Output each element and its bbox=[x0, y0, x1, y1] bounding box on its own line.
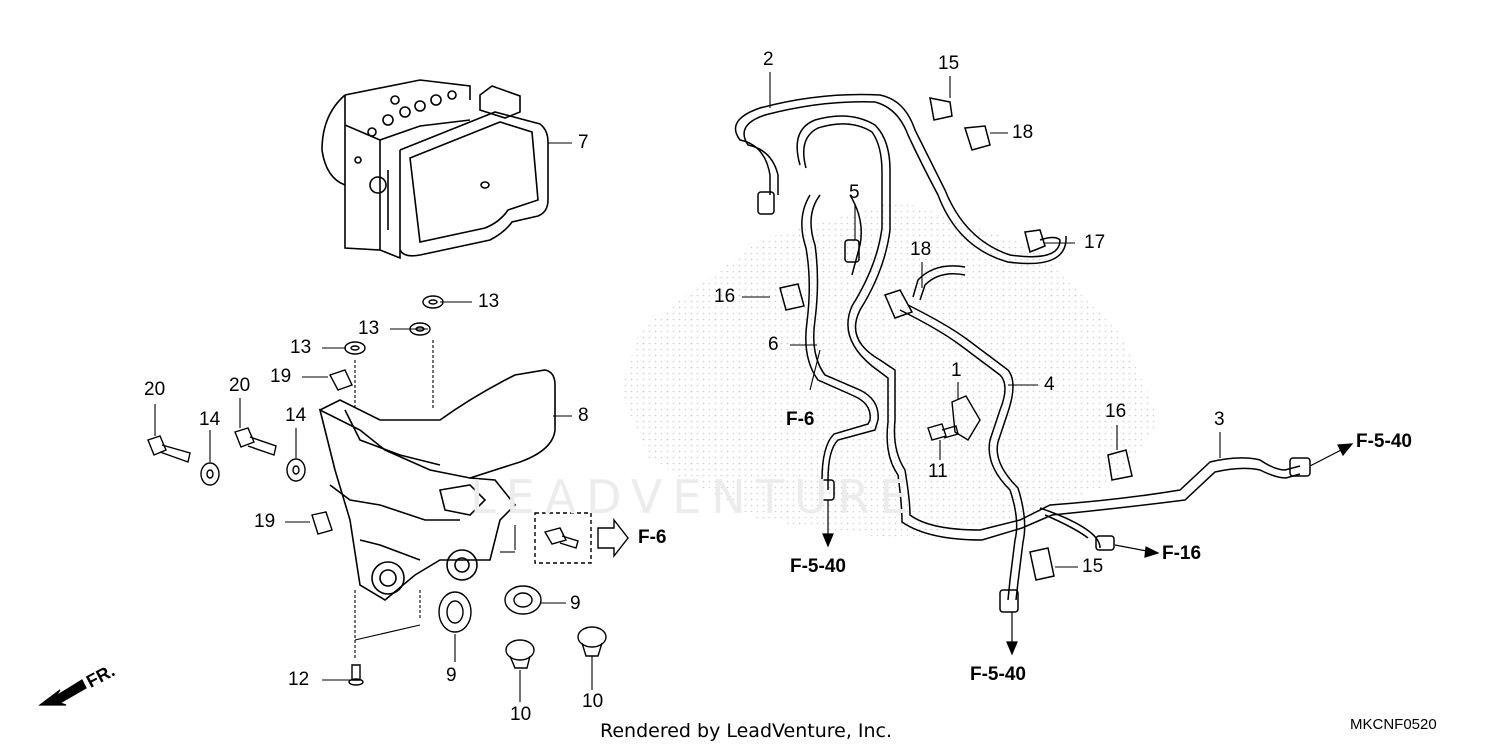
callout-13-left: 13 bbox=[290, 337, 312, 358]
callout-20-left: 20 bbox=[144, 379, 166, 400]
diagram-code: MKCNF0520 bbox=[1350, 716, 1437, 733]
callout-17: 17 bbox=[1084, 232, 1106, 253]
abs-modulator bbox=[321, 79, 549, 260]
callout-13-middle: 13 bbox=[358, 318, 380, 339]
ref-f6-hose: F-6 bbox=[786, 409, 815, 430]
callout-10-right: 10 bbox=[582, 691, 604, 712]
callout-14-left: 14 bbox=[199, 409, 221, 430]
callout-18-top: 18 bbox=[1012, 122, 1034, 143]
ref-f540-left: F-5-40 bbox=[790, 556, 846, 577]
brake-hoses bbox=[734, 93, 1311, 613]
callout-5: 5 bbox=[849, 182, 860, 203]
callout-18-middle: 18 bbox=[910, 239, 932, 260]
ref-f540-bottom: F-5-40 bbox=[970, 664, 1026, 685]
callout-4: 4 bbox=[1044, 374, 1055, 395]
callout-9-right: 9 bbox=[570, 593, 581, 614]
watermark: LEADVENTURE bbox=[470, 470, 919, 524]
ref-f6-bracket: F-6 bbox=[638, 527, 667, 548]
callout-19-bottom: 19 bbox=[254, 511, 276, 532]
callout-2: 2 bbox=[763, 49, 774, 70]
callout-16-right: 16 bbox=[1105, 401, 1127, 422]
callout-14-right: 14 bbox=[285, 405, 307, 426]
callout-15-bottom: 15 bbox=[1082, 556, 1104, 577]
reference-arrows bbox=[38, 443, 1354, 706]
callout-1: 1 bbox=[951, 360, 962, 381]
callout-3: 3 bbox=[1214, 409, 1225, 430]
callout-15-top: 15 bbox=[938, 53, 960, 74]
callout-16-left: 16 bbox=[714, 286, 736, 307]
ref-f16: F-16 bbox=[1162, 543, 1202, 564]
callout-6: 6 bbox=[768, 334, 779, 355]
callout-8: 8 bbox=[578, 405, 589, 426]
callout-9-left: 9 bbox=[446, 665, 457, 686]
leader-lines bbox=[154, 72, 1221, 702]
callout-11: 11 bbox=[928, 461, 948, 482]
callout-20-right: 20 bbox=[229, 375, 251, 396]
abs-bracket bbox=[318, 369, 556, 601]
callout-13-top: 13 bbox=[478, 291, 500, 312]
footer-credit: Rendered by LeadVenture, Inc. bbox=[600, 720, 893, 742]
stipple-shading bbox=[620, 200, 1160, 540]
callout-12: 12 bbox=[288, 669, 310, 690]
callout-10-left: 10 bbox=[510, 704, 532, 725]
callout-19-top: 19 bbox=[270, 366, 292, 387]
ref-f540-right: F-5-40 bbox=[1356, 431, 1412, 452]
callout-7: 7 bbox=[578, 132, 589, 153]
hardware bbox=[147, 295, 981, 686]
